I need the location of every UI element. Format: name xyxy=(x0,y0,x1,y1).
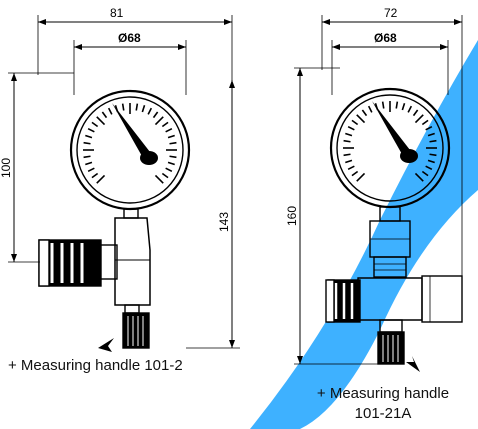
right-dial-dim: Ø68 xyxy=(374,31,397,45)
dial-tick xyxy=(351,119,359,126)
left-partial-dim: 100 xyxy=(0,158,13,178)
dial-tick xyxy=(345,132,353,137)
dial-tick xyxy=(85,161,93,166)
dial-tick xyxy=(87,167,95,173)
dial-tick xyxy=(85,134,93,139)
dial-tick xyxy=(154,116,164,126)
dial-tick xyxy=(161,172,169,179)
left-height-dim: 143 xyxy=(217,212,231,232)
caption-right-line1: + Measuring handle xyxy=(316,385,450,402)
dial-tick xyxy=(96,116,106,126)
dial-tick xyxy=(401,103,406,111)
right-dial-ticks xyxy=(343,101,437,182)
dial-tick xyxy=(427,132,435,137)
dial-tick xyxy=(152,111,159,119)
dial-tick xyxy=(343,153,351,157)
dial-tick xyxy=(347,125,355,131)
dial-tick xyxy=(356,114,366,124)
right-height-dim: 160 xyxy=(285,206,299,226)
dial-tick xyxy=(165,167,173,173)
left-dial-dim: Ø68 xyxy=(118,31,141,45)
dial-tick xyxy=(167,161,175,166)
dial-tick xyxy=(121,103,125,111)
dial-tick xyxy=(147,107,153,115)
dial-tick xyxy=(361,109,368,117)
dial-tick xyxy=(412,109,419,117)
dial-tick xyxy=(101,111,108,119)
dial-tick xyxy=(167,134,175,139)
dial-tick xyxy=(421,119,429,126)
dial-tick xyxy=(367,105,373,113)
dial-tick xyxy=(381,101,385,109)
dial-tick xyxy=(83,141,91,145)
dial-tick xyxy=(429,139,437,143)
dial-tick xyxy=(347,165,355,171)
right-gauge xyxy=(294,15,463,372)
dial-tick xyxy=(356,172,366,182)
left-gauge xyxy=(8,15,240,352)
dial-tick xyxy=(154,174,164,184)
dial-tick xyxy=(407,105,413,113)
dial-tick xyxy=(414,172,424,182)
dial-tick xyxy=(169,155,177,159)
dial-tick xyxy=(425,125,433,131)
dial-tick xyxy=(165,127,173,133)
left-dial-ticks xyxy=(83,103,177,184)
dial-tick xyxy=(421,170,429,177)
dial-tick xyxy=(169,141,177,145)
caption-measuring-handle-right: + Measuring handle 101-21A xyxy=(288,384,478,424)
dial-tick xyxy=(343,139,351,143)
dial-tick xyxy=(395,101,399,109)
dial-tick xyxy=(425,165,433,171)
dial-tick xyxy=(107,107,113,115)
dial-tick xyxy=(427,159,435,164)
left-width-dim: 81 xyxy=(110,6,124,20)
dial-tick xyxy=(91,172,99,179)
caption-right-line2: 101-21A xyxy=(354,405,412,422)
dial-tick xyxy=(429,153,437,157)
caption-measuring-handle-left: + Measuring handle 101-2 xyxy=(8,357,183,374)
dial-tick xyxy=(351,170,359,177)
right-width-dim: 72 xyxy=(384,6,398,20)
dial-tick xyxy=(91,121,99,128)
dial-tick xyxy=(161,121,169,128)
dial-tick xyxy=(83,155,91,159)
dial-tick xyxy=(135,103,139,111)
dial-tick xyxy=(345,159,353,164)
dial-tick xyxy=(87,127,95,133)
dial-tick xyxy=(414,114,424,124)
dial-tick xyxy=(141,105,146,113)
dial-tick xyxy=(96,174,106,184)
accent-stripe xyxy=(250,40,478,429)
